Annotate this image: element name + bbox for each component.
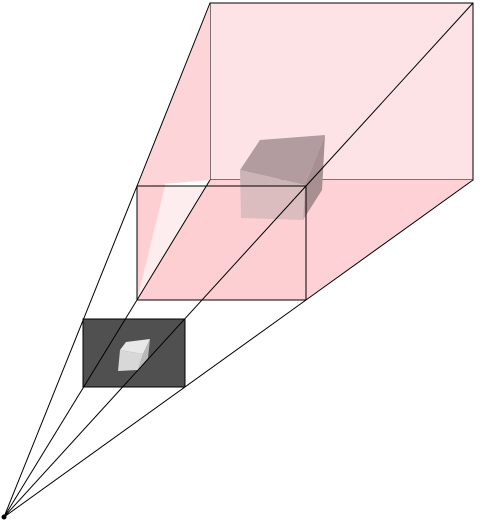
- frustum-bottom-face: [137, 180, 473, 300]
- frustum-edges: [136, 2, 474, 301]
- projected-object-right-face: [138, 339, 150, 370]
- frustum-edge-top-right: [305, 2, 474, 187]
- projection-rays: [3, 185, 307, 518]
- ray-top-left: [3, 185, 138, 518]
- ray-bottom-right: [3, 299, 307, 518]
- frustum-near-face: [136, 185, 307, 301]
- projected-object-top-face: [120, 339, 150, 354]
- frustum-edge-bottom-right: [305, 179, 474, 301]
- object-front-face: [240, 170, 305, 220]
- frustum-edge-top-left: [136, 2, 211, 187]
- frustum-back-face: [209, 2, 474, 181]
- projected-object: [118, 339, 150, 371]
- ray-bottom-left: [3, 299, 138, 518]
- frustum-edge-bottom-left: [136, 179, 211, 301]
- center-of-projection: [1, 514, 7, 520]
- ray-top-right: [3, 185, 307, 518]
- projected-object-front-face: [118, 350, 143, 371]
- object-top-face: [240, 135, 325, 185]
